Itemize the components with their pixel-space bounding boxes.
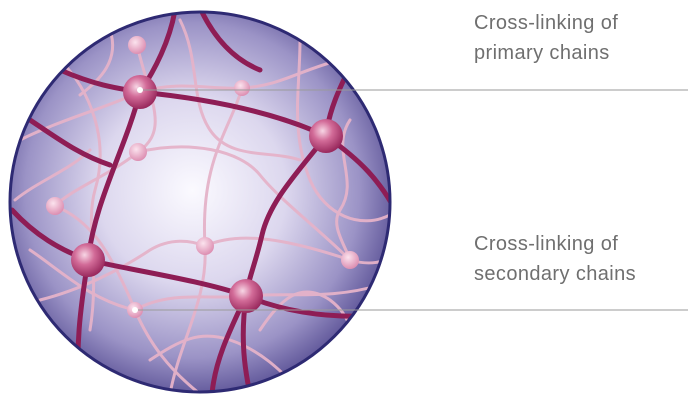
primary-crosslink-node bbox=[229, 279, 263, 313]
secondary-crosslink-node bbox=[196, 237, 214, 255]
secondary-crosslink-node bbox=[234, 80, 250, 96]
secondary-crosslink-node bbox=[129, 143, 147, 161]
secondary-crosslink-node bbox=[46, 197, 64, 215]
secondary-crosslink-node bbox=[128, 36, 146, 54]
primary-crosslink-node bbox=[71, 243, 105, 277]
secondary-crosslink-label: Cross-linking of secondary chains bbox=[474, 229, 636, 289]
primary-label-line2: primary chains bbox=[474, 38, 618, 68]
primary-leader-dot bbox=[137, 87, 143, 93]
secondary-label-line2: secondary chains bbox=[474, 259, 636, 289]
primary-crosslink-label: Cross-linking of primary chains bbox=[474, 8, 618, 68]
primary-crosslink-node bbox=[309, 119, 343, 153]
secondary-label-line1: Cross-linking of bbox=[474, 229, 636, 259]
primary-label-line1: Cross-linking of bbox=[474, 8, 618, 38]
secondary-crosslink-node bbox=[341, 251, 359, 269]
secondary-leader-dot bbox=[132, 307, 138, 313]
